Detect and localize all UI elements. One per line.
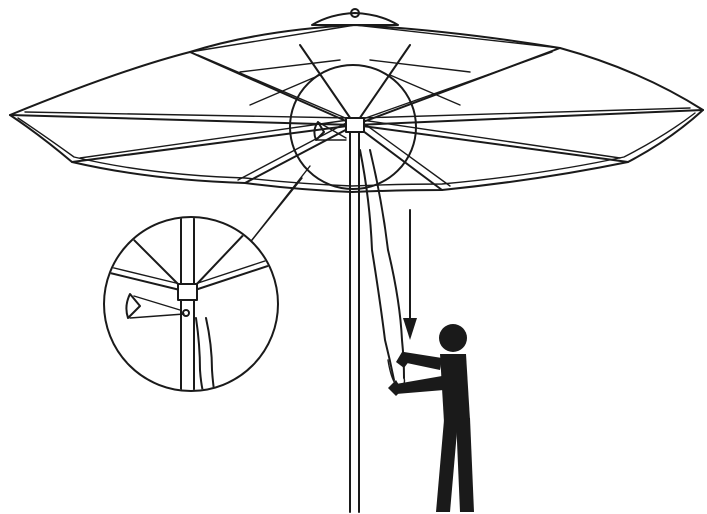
pull-cord — [360, 150, 405, 388]
person-head-icon — [439, 324, 467, 352]
canopy-hub — [346, 118, 364, 132]
person-figure — [388, 324, 474, 512]
canopy-top-edge — [10, 25, 703, 115]
umbrella-canopy — [10, 9, 703, 192]
downward-arrow — [403, 210, 417, 340]
canopy-vent-cap — [312, 13, 398, 25]
